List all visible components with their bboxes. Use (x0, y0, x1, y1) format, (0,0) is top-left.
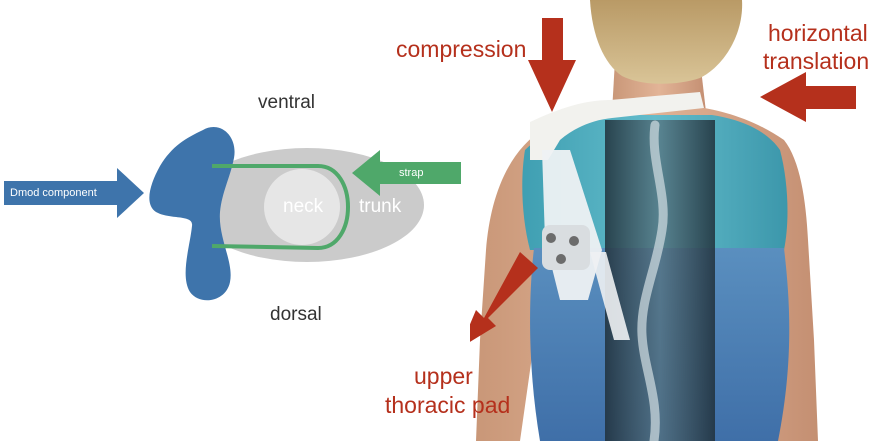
pad-screw-1 (546, 233, 556, 243)
schematic-diagram (4, 126, 461, 301)
spine (637, 120, 668, 441)
patient-photo (470, 0, 856, 441)
upper-thoracic-pad-arrow (470, 252, 538, 342)
dorsal-label: dorsal (270, 304, 322, 325)
component-arrow (4, 168, 144, 218)
neck-label: neck (283, 196, 324, 217)
pad-label-line1: upper (414, 363, 473, 389)
ventral-label: ventral (258, 92, 316, 113)
trunk-label: trunk (359, 196, 402, 217)
neck-circle (264, 169, 340, 245)
compression-label: compression (396, 36, 527, 62)
dmod-component-shape (149, 126, 235, 301)
pad-screw-2 (569, 236, 579, 246)
white-strap (530, 92, 704, 160)
strap-loop (211, 164, 350, 251)
component-label: Dmod component (10, 187, 97, 199)
horizontal-label-line1: horizontal (768, 20, 868, 46)
strap-label: strap (399, 167, 424, 179)
pad-bracket (542, 225, 590, 270)
pad-label-line2: thoracic pad (385, 392, 511, 418)
horizontal-label-line2: translation (763, 48, 870, 74)
hair (590, 0, 743, 84)
pad-lower-strap (590, 252, 630, 340)
horizontal-translation-arrow (760, 72, 856, 122)
pad-screw-3 (556, 254, 566, 264)
compression-arrow (528, 18, 576, 112)
strap-arrow (352, 150, 461, 196)
